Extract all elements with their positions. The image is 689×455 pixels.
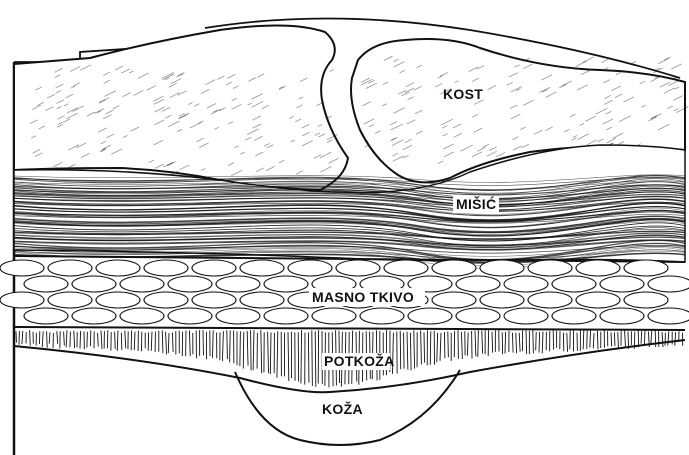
label-skin: KOŽA <box>322 400 363 417</box>
left-bone <box>14 25 348 190</box>
label-muscle: MIŠIĆ <box>456 195 496 212</box>
label-subcutis: POTKOŽA <box>324 352 395 369</box>
label-fat: MASNO TKIVO <box>312 289 414 305</box>
label-bone: KOST <box>443 86 483 102</box>
